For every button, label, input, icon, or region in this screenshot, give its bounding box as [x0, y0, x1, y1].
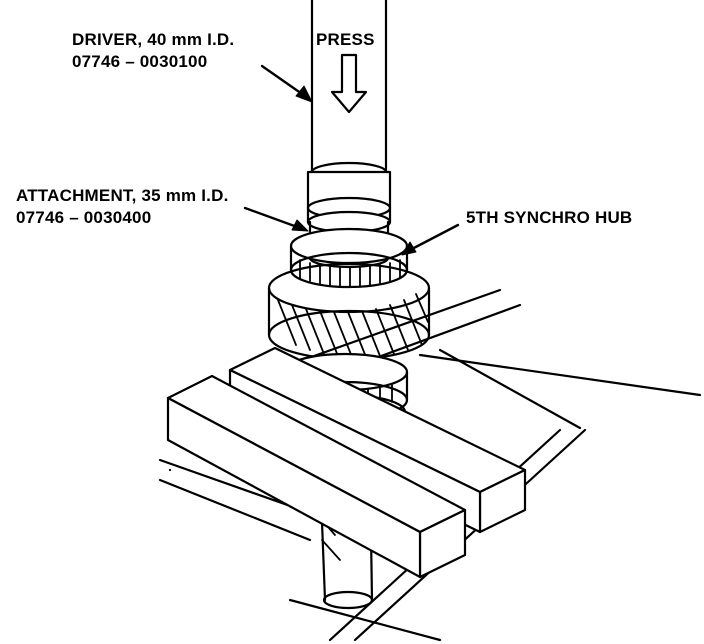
- leader-lines: [243, 64, 460, 252]
- synchro-hub-label: 5TH SYNCHRO HUB: [466, 208, 633, 227]
- synchro-hub: [289, 227, 409, 289]
- driver-name-label: DRIVER, 40 mm I.D.: [72, 30, 235, 49]
- support-block-left: [166, 374, 467, 579]
- press-arrow: [330, 53, 368, 114]
- press-label: PRESS: [316, 30, 375, 49]
- attachment-name-label: ATTACHMENT, 35 mm I.D.: [16, 186, 229, 205]
- driver-part-number: 07746 – 0030100: [72, 52, 208, 71]
- attachment-part-number: 07746 – 0030400: [16, 208, 152, 227]
- upper-helical-gear: [267, 262, 431, 361]
- leader-arrowheads: [291, 85, 417, 256]
